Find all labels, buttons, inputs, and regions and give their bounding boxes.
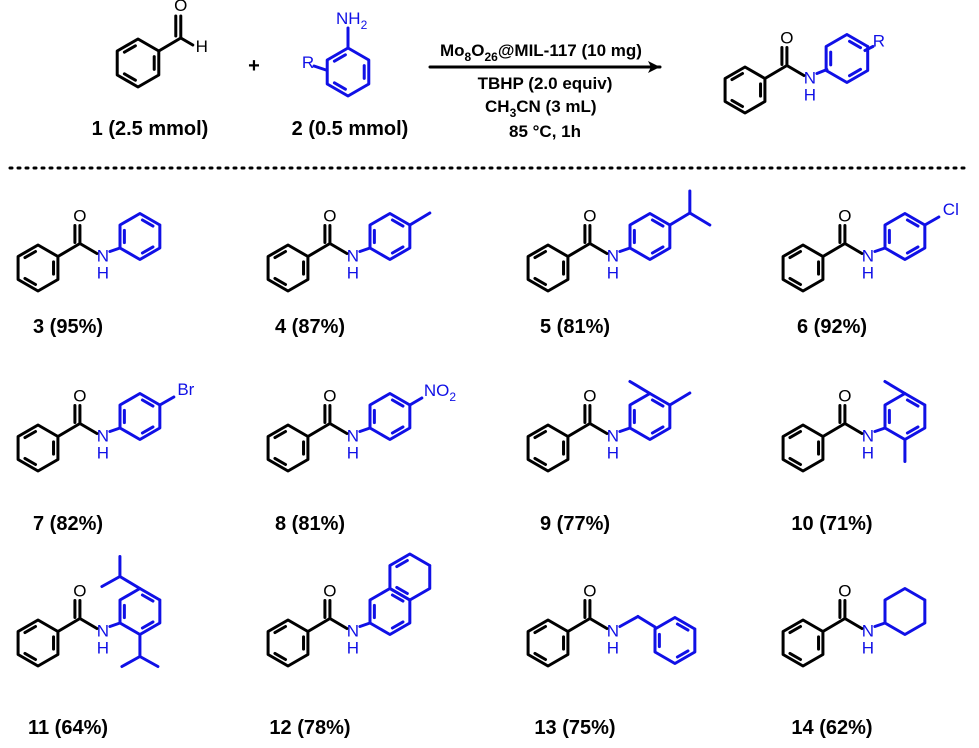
amide-hydrogen: H bbox=[607, 444, 619, 463]
product-label: 5 (81%) bbox=[540, 316, 610, 338]
amide-hydrogen: H bbox=[607, 639, 619, 658]
br-atom: Br bbox=[177, 380, 194, 399]
nitro-group: NO2 bbox=[424, 381, 457, 404]
product-label: 11 (64%) bbox=[28, 717, 108, 739]
oxidant-label: TBHP (2.0 equiv) bbox=[478, 74, 613, 93]
nitrogen-atom: N bbox=[607, 247, 619, 266]
oxygen-atom: O bbox=[780, 29, 793, 48]
amide-hydrogen: H bbox=[97, 264, 109, 283]
oxygen-atom: O bbox=[583, 582, 596, 601]
product-5: O NH 5 (81%) bbox=[526, 189, 712, 338]
solvent-label: CH3CN (3 mL) bbox=[485, 97, 597, 120]
general-product: O NH R bbox=[723, 29, 885, 115]
product-label: 13 (75%) bbox=[534, 717, 615, 739]
plus-sign: + bbox=[248, 55, 260, 77]
reaction-arrow: Mo8O26@MIL-117 (10 mg) TBHP (2.0 equiv) CH… bbox=[428, 41, 662, 141]
product-3: O NH 3 (95%) bbox=[16, 207, 162, 338]
product-11: O NH 11 (64%) bbox=[16, 555, 162, 739]
product-label: 7 (82%) bbox=[33, 513, 103, 535]
amide-hydrogen: H bbox=[862, 639, 874, 658]
product-7: O NH Br 7 (82%) bbox=[16, 380, 195, 535]
nitrogen-atom: N bbox=[347, 427, 359, 446]
product-label: 10 (71%) bbox=[791, 513, 872, 535]
oxygen-atom: O bbox=[838, 207, 851, 226]
oxygen-atom: O bbox=[323, 582, 336, 601]
amide-hydrogen: H bbox=[804, 86, 816, 105]
nitrogen-atom: N bbox=[97, 427, 109, 446]
nitrogen-atom: N bbox=[347, 247, 359, 266]
product-9: O NH 9 (77%) bbox=[526, 380, 692, 535]
product-r-group: R bbox=[873, 32, 885, 51]
product-14: O NH 14 (62%) bbox=[781, 582, 927, 739]
product-label: 4 (87%) bbox=[275, 316, 345, 338]
oxygen-atom: O bbox=[73, 582, 86, 601]
product-6: O NH Cl 6 (92%) bbox=[781, 200, 959, 338]
product-label: 14 (62%) bbox=[791, 717, 872, 739]
catalyst-label: Mo8O26@MIL-117 (10 mg) bbox=[440, 41, 642, 64]
oxygen-atom: O bbox=[323, 207, 336, 226]
nitrogen-atom: N bbox=[862, 247, 874, 266]
aldehyde-oxygen: O bbox=[174, 0, 187, 15]
reactant-2-label: 2 (0.5 mmol) bbox=[292, 118, 409, 140]
oxygen-atom: O bbox=[838, 387, 851, 406]
amide-hydrogen: H bbox=[607, 264, 619, 283]
aldehyde-hydrogen: H bbox=[196, 37, 208, 56]
amide-hydrogen: H bbox=[347, 264, 359, 283]
nitrogen-atom: N bbox=[607, 427, 619, 446]
oxygen-atom: O bbox=[73, 387, 86, 406]
product-label: 6 (92%) bbox=[797, 316, 867, 338]
oxygen-atom: O bbox=[583, 207, 596, 226]
amide-hydrogen: H bbox=[97, 639, 109, 658]
nitrogen-atom: N bbox=[97, 247, 109, 266]
product-13: O NH 13 (75%) bbox=[526, 582, 697, 739]
amide-hydrogen: H bbox=[347, 639, 359, 658]
product-8: O NH NO2 8 (81%) bbox=[266, 381, 457, 535]
nitrogen-atom: N bbox=[607, 622, 619, 641]
product-label: 8 (81%) bbox=[275, 513, 345, 535]
product-label: 9 (77%) bbox=[540, 513, 610, 535]
nitrogen-atom: N bbox=[862, 427, 874, 446]
product-label: 3 (95%) bbox=[33, 316, 103, 338]
arrow-head bbox=[648, 61, 660, 73]
amine-group: NH2 bbox=[336, 9, 368, 32]
product-12: O NH 12 (78%) bbox=[266, 552, 432, 739]
nitrogen-atom: N bbox=[347, 622, 359, 641]
amide-hydrogen: H bbox=[97, 444, 109, 463]
nitrogen-atom: N bbox=[804, 69, 816, 88]
amide-hydrogen: H bbox=[862, 264, 874, 283]
amide-hydrogen: H bbox=[862, 444, 874, 463]
product-10: O NH 10 (71%) bbox=[781, 380, 927, 535]
r-group: R bbox=[302, 53, 314, 72]
nitrogen-atom: N bbox=[862, 622, 874, 641]
oxygen-atom: O bbox=[583, 387, 596, 406]
cl-atom: Cl bbox=[943, 200, 959, 219]
amide-hydrogen: H bbox=[347, 444, 359, 463]
product-label: 12 (78%) bbox=[269, 717, 350, 739]
oxygen-atom: O bbox=[323, 387, 336, 406]
reactant-1-label: 1 (2.5 mmol) bbox=[92, 118, 209, 140]
nitrogen-atom: N bbox=[97, 622, 109, 641]
product-4: O NH 4 (87%) bbox=[266, 207, 432, 338]
oxygen-atom: O bbox=[838, 582, 851, 601]
temperature-time-label: 85 °C, 1h bbox=[509, 122, 581, 141]
reactant-1: O H 1 (2.5 mmol) bbox=[92, 0, 209, 140]
oxygen-atom: O bbox=[73, 207, 86, 226]
